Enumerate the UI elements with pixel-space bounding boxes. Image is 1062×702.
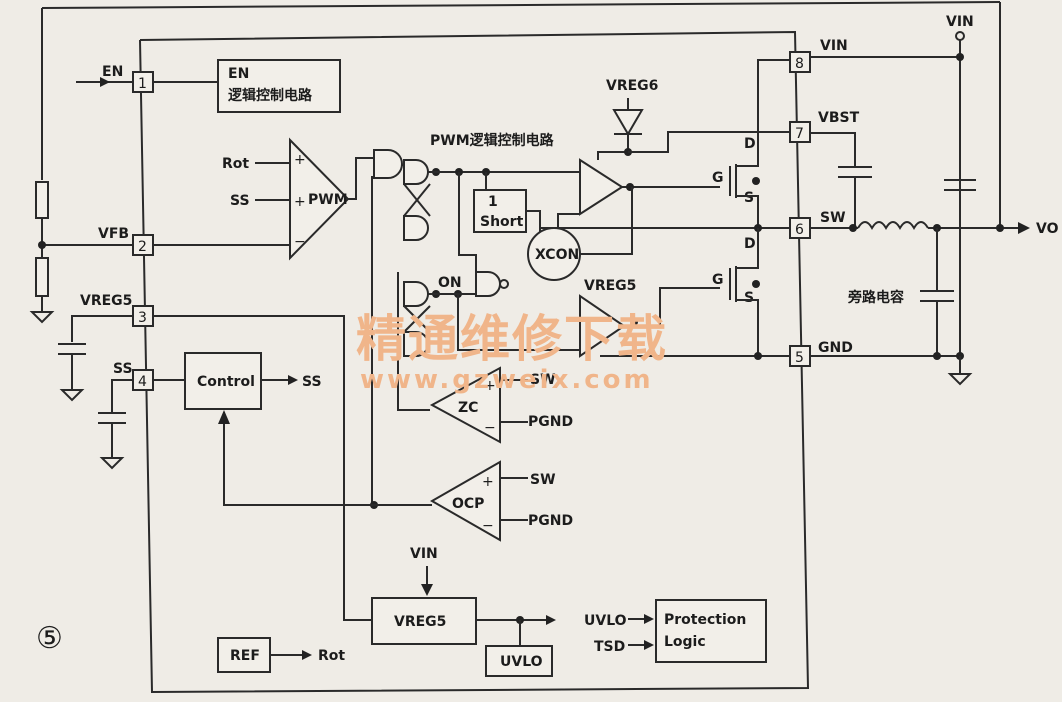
hs-drain-label: D — [744, 136, 756, 152]
ls-source-label: S — [744, 290, 754, 306]
svg-text:+: + — [484, 378, 496, 394]
svg-text:1: 1 — [138, 76, 147, 92]
pin-label-vin: VIN — [820, 38, 848, 54]
ls-drain-label: D — [744, 236, 756, 252]
svg-text:−: − — [482, 518, 494, 534]
pin-label-ss: SS — [113, 361, 133, 377]
pin-label-sw: SW — [820, 210, 846, 226]
svg-text:1: 1 — [488, 194, 498, 210]
pin-label-vfb: VFB — [98, 226, 129, 242]
control-block: Control SS — [153, 352, 322, 410]
ocp-sw-label: SW — [530, 472, 556, 488]
hs-gate-label: G — [712, 170, 724, 186]
ls-gate-label: G — [712, 272, 724, 288]
ocp-comparator: + − OCP SW PGND — [218, 410, 573, 542]
vin-terminal-label: VIN — [946, 14, 974, 30]
pin-label-en: EN — [102, 64, 123, 80]
en-logic-block: EN 逻辑控制电路 — [153, 59, 341, 113]
external-output: VIN VO 旁路电容 — [810, 14, 1059, 386]
svg-text:Short: Short — [480, 214, 524, 230]
svg-text:2: 2 — [138, 239, 147, 255]
svg-text:ZC: ZC — [458, 400, 478, 416]
svg-text:EN: EN — [228, 66, 249, 82]
svg-text:6: 6 — [795, 222, 804, 238]
svg-text:VREG5: VREG5 — [394, 614, 446, 630]
svg-text:8: 8 — [795, 56, 804, 72]
ss-input-label: SS — [230, 193, 250, 209]
zc-comparator: + − ZC SW PGND — [429, 366, 573, 444]
low-side-driver: VREG5 G D S — [579, 228, 790, 360]
ref-rot-label: Rot — [318, 648, 345, 664]
bypass-cap-label: 旁路电容 — [847, 289, 904, 306]
svg-text:逻辑控制电路: 逻辑控制电路 — [228, 87, 313, 104]
zc-pgnd-label: PGND — [528, 414, 573, 430]
right-pins: 8 7 6 5 VIN VBST SW GND — [789, 38, 860, 367]
svg-text:PWM: PWM — [308, 192, 348, 208]
svg-text:Protection: Protection — [664, 612, 746, 628]
tsd-signal-label: TSD — [594, 639, 625, 655]
vreg5-vin-label: VIN — [410, 546, 438, 562]
watermark-title: 精通维修下载 — [356, 310, 668, 368]
ic-outline — [139, 30, 810, 694]
svg-text:−: − — [484, 420, 496, 436]
hs-source-label: S — [744, 190, 754, 206]
svg-text:3: 3 — [138, 310, 147, 326]
svg-text:−: − — [294, 234, 306, 250]
svg-text:Logic: Logic — [664, 634, 706, 650]
external-wiring — [29, 1, 1001, 470]
svg-text:7: 7 — [795, 126, 804, 142]
svg-text:Control: Control — [197, 374, 255, 390]
svg-text:OCP: OCP — [452, 496, 484, 512]
pwm-logic-label: PWM逻辑控制电路 — [430, 132, 555, 149]
power-block: VIN VREG5 UVLO UVLO TSD Protection Logic… — [153, 315, 767, 677]
rot-input-label: Rot — [222, 156, 249, 172]
pin-label-vreg5: VREG5 — [80, 293, 132, 309]
figure-number: ⑤ — [36, 621, 63, 656]
svg-text:XCON: XCON — [535, 247, 579, 263]
pin-8 — [789, 51, 811, 73]
svg-text:+: + — [294, 194, 306, 210]
on-label: ON — [438, 275, 462, 291]
vreg6-label: VREG6 — [606, 78, 658, 94]
svg-text:+: + — [294, 152, 306, 168]
pin-label-gnd: GND — [818, 340, 853, 356]
vreg5-lowside-label: VREG5 — [584, 278, 636, 294]
control-ss-label: SS — [302, 374, 322, 390]
high-side-driver: VREG6 G D S — [557, 59, 790, 228]
svg-text:5: 5 — [795, 350, 804, 366]
svg-text:+: + — [482, 474, 494, 490]
pwm-comparator: + + − PWM Rot SS — [153, 137, 374, 261]
pwm-logic-gates: PWM逻辑控制电路 1 Short ON — [370, 132, 580, 509]
pin-label-vbst: VBST — [818, 110, 860, 126]
uvlo-signal-label: UVLO — [584, 613, 627, 629]
xcon-block: XCON — [527, 187, 790, 281]
svg-text:UVLO: UVLO — [500, 654, 543, 670]
watermark-url: www.gzweix.com — [360, 365, 654, 395]
svg-text:REF: REF — [230, 648, 260, 664]
ocp-pgnd-label: PGND — [528, 513, 573, 529]
zc-sw-label: SW — [530, 372, 556, 388]
svg-text:4: 4 — [138, 374, 147, 390]
vo-label: VO — [1036, 221, 1059, 237]
